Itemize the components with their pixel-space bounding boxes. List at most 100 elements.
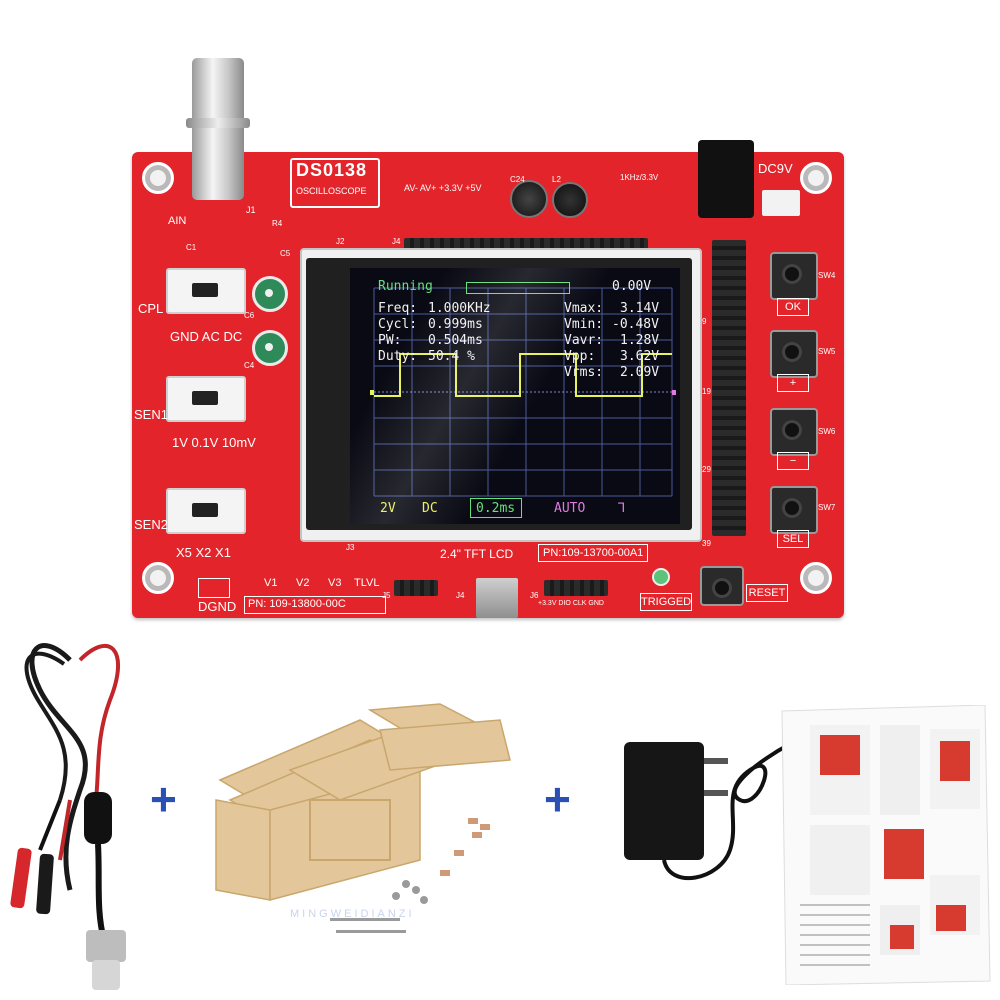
c1-label: C1 (186, 243, 197, 252)
j4-label: J4 (456, 591, 465, 600)
sw7-label: SW7 (818, 503, 836, 512)
scope-coupling: DC (422, 501, 438, 516)
meas-vpp-value: 3.62V (620, 349, 660, 364)
meas-vmax-value: 3.14V (620, 301, 660, 316)
j1-label: J1 (246, 205, 256, 215)
dgnd-label: DGND (198, 599, 237, 614)
meas-duty-label: Duty: (378, 349, 418, 364)
sen2-label: SEN2 (134, 517, 168, 532)
triggered-led (652, 568, 670, 586)
scope-time-div-box (470, 498, 522, 518)
j4-label-top: J4 (392, 237, 401, 246)
pin-29-label: 29 (702, 465, 711, 474)
lcd-screen: Running 0.00V Freq: 1.000KHz Cycl: 0.999… (350, 268, 680, 524)
pin-9-label: 9 (702, 317, 707, 326)
sen1-options: 1V 0.1V 10mV (172, 435, 256, 450)
reset-button[interactable] (700, 566, 744, 606)
meas-cycl-label: Cycl: (378, 317, 418, 332)
sw4-label: SW4 (818, 271, 836, 280)
lcd-part-number: PN:109-13700-00A1 (538, 544, 649, 562)
power-connector (762, 190, 800, 216)
meas-vavr-value: 1.28V (620, 333, 660, 348)
scope-grid (370, 287, 676, 497)
c4-label: C4 (244, 361, 255, 370)
meas-vrms-label: Vrms: (564, 365, 604, 380)
meas-cycl-value: 0.999ms (428, 317, 483, 332)
meas-freq-value: 1.000KHz (428, 301, 491, 316)
plus-label: + (777, 374, 809, 392)
dc9v-label: DC9V (758, 161, 793, 176)
scope-trigger-mode: AUTO (554, 501, 586, 516)
pin-19-label: 19 (702, 387, 711, 396)
r4-label: R4 (272, 219, 283, 228)
sen1-label: SEN1 (134, 407, 168, 422)
meas-vavr-label: Vavr: (564, 333, 604, 348)
reset-label: RESET (746, 584, 788, 602)
plus-button[interactable] (770, 330, 818, 378)
board-model-sub: OSCILLOSCOPE (296, 186, 367, 196)
probe-cable (10, 643, 126, 990)
acrylic-case-kit (215, 703, 511, 933)
trimmer-pot[interactable] (252, 330, 288, 366)
program-header (544, 580, 608, 596)
scope-offset: 0.00V (612, 279, 652, 294)
ain-label: AIN (168, 215, 187, 227)
freq-ref-label: 1KHz/3.3V (620, 173, 659, 182)
j3-label: J3 (346, 543, 355, 552)
meas-duty-value: 50.4 % (428, 349, 475, 364)
sel-label: SEL (777, 530, 809, 548)
meas-vmax-label: Vmax: (564, 301, 604, 316)
capacitor-c24 (510, 180, 548, 218)
cpl-label: CPL (138, 301, 164, 316)
sen2-switch[interactable] (166, 488, 246, 534)
ok-button[interactable] (770, 252, 818, 300)
scope-time-div: 0.2ms (476, 501, 516, 516)
dc-power-jack[interactable] (698, 140, 754, 218)
sen1-switch[interactable] (166, 376, 246, 422)
scope-position-bar (466, 282, 570, 294)
meas-vpp-label: Vpp: (564, 349, 596, 364)
watermark: MINGWEIDIANZI (290, 908, 415, 920)
board-model: DS0138 (296, 160, 368, 180)
meas-vmin-label: Vmin: (564, 317, 604, 332)
plus-sign: + (150, 773, 177, 825)
pin-39-label: 39 (702, 539, 711, 548)
mounting-hole (142, 562, 174, 594)
j5-label: J5 (382, 591, 391, 600)
instruction-manual (781, 705, 991, 985)
mounting-hole (800, 562, 832, 594)
meas-pw-label: PW: (378, 333, 402, 348)
l2-label: L2 (552, 175, 561, 184)
jumper-header (394, 580, 438, 596)
sen2-options: X5 X2 X1 (176, 545, 231, 560)
cpl-switch[interactable] (166, 268, 246, 314)
meas-vmin-value: -0.48V (612, 317, 659, 332)
trimmer-pot[interactable] (252, 276, 288, 312)
cpl-options: GND AC DC (170, 329, 243, 344)
logo-frame (290, 158, 380, 208)
minus-button[interactable] (770, 408, 818, 456)
mini-usb-port[interactable] (476, 578, 518, 618)
sel-button[interactable] (770, 486, 818, 534)
scope-volt-div: 2V (380, 501, 396, 516)
v2-label: V2 (296, 577, 310, 589)
v1-label: V1 (264, 577, 278, 589)
c24-label: C24 (510, 175, 525, 184)
bnc-connector[interactable] (192, 58, 244, 200)
program-pins-label: +3.3V DIO CLK GND (538, 600, 604, 607)
lcd-size-label: 2.4" TFT LCD (440, 547, 514, 561)
inductor-l2 (552, 182, 588, 218)
scope-trigger-edge: Ꞁ (618, 501, 626, 516)
plus-sign: + (544, 773, 571, 825)
sw5-label: SW5 (818, 347, 836, 356)
meas-vrms-value: 2.09V (620, 365, 660, 380)
ok-label: OK (777, 298, 809, 316)
pn-frame (244, 596, 386, 614)
c6-label: C6 (244, 311, 255, 320)
bnc-connector-ring (186, 118, 250, 128)
power-rails-label: AV- AV+ +3.3V +5V (404, 183, 482, 193)
board-part-number: PN: 109-13800-00C (248, 598, 346, 610)
j6-label: J6 (530, 591, 539, 600)
pin-header-right (712, 240, 746, 536)
j2-label: J2 (336, 237, 345, 246)
